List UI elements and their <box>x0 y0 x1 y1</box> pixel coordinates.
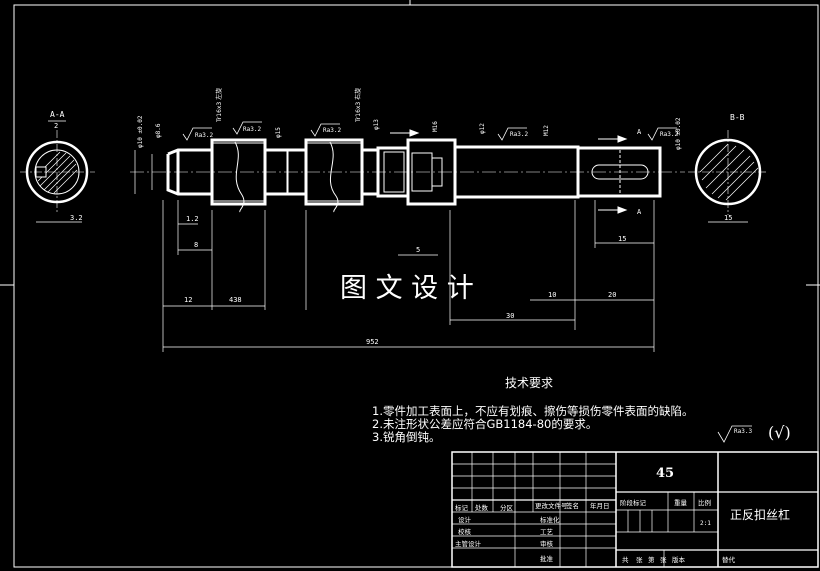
tb-row-left-0: 设计 <box>458 515 472 524</box>
dim-30: 30 <box>506 312 514 320</box>
tb-header-3: 更改文件号 <box>535 501 568 510</box>
dim-3-2: 3.2 <box>70 214 83 222</box>
dim-15: 15 <box>618 235 626 243</box>
roughness-texts: Ra3.2 Ra3.2 Ra3.2 Ra3.2 Ra3.2 Ra3.3 <box>195 126 752 435</box>
dim-8: 8 <box>194 241 198 249</box>
tb-stage-1: 重量 <box>674 499 688 507</box>
tb-header-0: 标记 <box>455 503 469 512</box>
view-arrows <box>390 129 628 214</box>
thread-right-label: Tr16x3 右旋 <box>354 88 362 123</box>
roughness-r4: Ra3.2 <box>510 131 528 138</box>
tb-row-mid-2: 审核 <box>540 539 554 548</box>
tb-row-left-2: 主管设计 <box>455 539 482 548</box>
tech-item-1: 1.零件加工表面上，不应有划痕、擦伤等损伤零件表面的缺陷。 <box>372 404 693 418</box>
view-arrow-a-top: A <box>637 128 642 136</box>
dimension-texts: 952 12 438 10 20 30 15 8 1.2 5 <box>184 215 626 346</box>
section-a-a: A-A 2 3.2 <box>20 110 95 223</box>
dim-b-15: 15 <box>724 214 732 222</box>
tech-title: 技术要求 <box>505 376 553 390</box>
dim-m16: M16 <box>432 121 439 132</box>
view-arrow-a-bottom: A <box>637 208 642 216</box>
tb-row-mid-0: 标准化 <box>540 515 560 524</box>
tb-bottom-2: 第 <box>648 555 655 564</box>
dim-overall: 952 <box>366 338 379 346</box>
section-a-label: A-A <box>50 110 65 119</box>
tb-material: 45 <box>656 466 674 481</box>
dim-12: 12 <box>184 296 192 304</box>
roughness-r3: Ra3.2 <box>323 127 341 134</box>
tb-bottom-3: 张 <box>660 555 667 564</box>
roughness-r5: Ra3.2 <box>660 131 678 138</box>
dim-phi15: φ15 <box>275 127 282 138</box>
section-b-b: B-B 15 <box>688 113 768 223</box>
tech-item-3: 3.锐角倒钝。 <box>372 430 440 444</box>
dim-phi12: φ12 <box>479 123 486 134</box>
tb-bottom-1: 张 <box>636 555 643 564</box>
shaft-outline <box>166 138 662 206</box>
tech-item-2: 2.未注形状公差应符合GB1184-80的要求。 <box>372 417 597 431</box>
roughness-check: (√) <box>768 423 791 442</box>
thread-left-label: Tr16x3 左旋 <box>215 88 223 123</box>
tb-bottom-4: 版本 <box>672 555 686 564</box>
tb-header-2: 分区 <box>500 503 514 512</box>
tb-row-mid-3: 批准 <box>540 554 554 563</box>
dim-5: 5 <box>416 246 420 254</box>
watermark-text: 图 文 设 计 <box>340 273 474 304</box>
dim-20: 20 <box>608 291 616 299</box>
diameter-labels: φ10 ±0.02 φ8.6 φ15 φ13 φ12 M12 φ10 ±0.02… <box>137 88 682 150</box>
tb-part-name: 正反扣丝杠 <box>730 507 790 522</box>
sheet-border <box>13 4 819 568</box>
roughness-symbols <box>182 121 752 443</box>
shaft-details <box>212 141 649 213</box>
dim-phi10-left: φ10 ±0.02 <box>137 115 144 148</box>
dim-phi10-right: φ10 ±0.02 <box>675 117 682 150</box>
dim-phi8-6: φ8.6 <box>155 123 162 138</box>
dim-m12: M12 <box>543 125 550 136</box>
section-a-ratio: 2 <box>54 122 58 130</box>
tb-header-1: 处数 <box>475 503 489 512</box>
dimension-lines <box>134 150 655 352</box>
section-b-label: B-B <box>730 113 745 122</box>
dim-438: 438 <box>229 296 242 304</box>
tb-row-mid-1: 工艺 <box>540 528 554 536</box>
dim-1-2: 1.2 <box>186 215 199 223</box>
tb-bottom-0: 共 <box>622 555 629 564</box>
roughness-r2: Ra3.2 <box>243 126 261 133</box>
tb-bottom-5: 替代 <box>722 555 736 564</box>
tb-header-5: 年月日 <box>590 501 610 510</box>
title-block <box>451 451 819 568</box>
tb-stage-2: 比例 <box>698 498 711 507</box>
dim-10: 10 <box>548 291 556 299</box>
dim-phi13: φ13 <box>373 119 380 130</box>
tb-row-left-1: 校核 <box>458 527 472 536</box>
roughness-r1: Ra3.2 <box>195 132 213 139</box>
tb-labels: 标记 处数 分区 更改文件号 签名 年月日 阶段标记 重量 比例 设计 校核 主… <box>455 498 736 564</box>
tb-header-4: 签名 <box>566 501 579 510</box>
tb-stage-0: 阶段标记 <box>620 498 647 507</box>
roughness-general: Ra3.3 <box>734 428 752 435</box>
tb-scale: 2:1 <box>700 520 711 527</box>
